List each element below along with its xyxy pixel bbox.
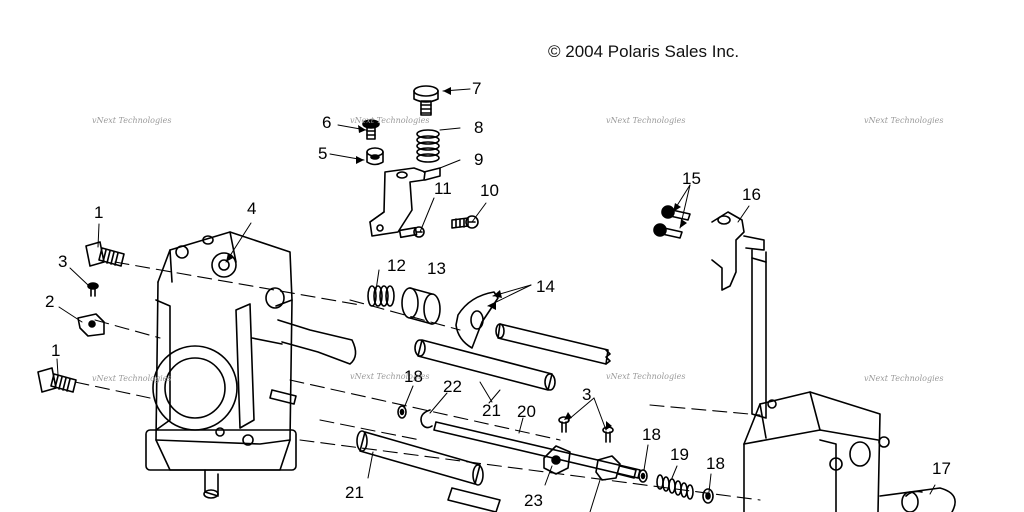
part-14-shaft xyxy=(495,323,611,365)
watermark: vNext Technologies xyxy=(606,372,686,381)
part-23-lever xyxy=(543,445,571,475)
callout-11: 11 xyxy=(434,179,452,198)
part-7-screw xyxy=(413,85,439,116)
callout-19: 19 xyxy=(670,445,689,464)
callout-1-upper: 1 xyxy=(94,203,104,222)
watermark: vNext Technologies xyxy=(350,372,430,381)
part-18-washer-right xyxy=(702,488,714,504)
part-15-screw-upper xyxy=(661,205,691,221)
part-9-bracket xyxy=(369,167,441,237)
callout-10: 10 xyxy=(480,181,499,200)
part-11-screw xyxy=(398,226,425,239)
part-14-lever xyxy=(455,291,499,349)
callout-16: 16 xyxy=(742,185,761,204)
callout-20: 20 xyxy=(517,402,536,421)
callout-5: 5 xyxy=(318,144,328,163)
callout-7: 7 xyxy=(472,79,482,98)
part-3-screw-left xyxy=(87,282,99,297)
part-20-shaft xyxy=(433,421,641,479)
watermark: vNext Technologies xyxy=(606,116,686,125)
alignment-lines xyxy=(74,261,761,501)
callout-1-lower: 1 xyxy=(51,341,61,360)
part-3-screw-right-b xyxy=(602,426,614,443)
callout-17: 17 xyxy=(932,459,951,478)
callout-2: 2 xyxy=(45,292,55,311)
callout-8: 8 xyxy=(474,118,484,137)
part-13-bushing xyxy=(401,287,441,325)
part-1-bolt-lower xyxy=(37,367,77,393)
part-8-spring xyxy=(416,129,440,163)
callout-6: 6 xyxy=(322,113,332,132)
callout-9: 9 xyxy=(474,150,484,169)
watermark: vNext Technologies xyxy=(92,116,172,125)
callout-12: 12 xyxy=(387,256,406,275)
part-12-spring xyxy=(367,285,395,307)
part-3-screw-right-a xyxy=(558,416,570,433)
carburetor-right xyxy=(743,391,890,512)
callout-13: 13 xyxy=(427,259,446,278)
callout-21-lower: 21 xyxy=(345,483,364,502)
part-22-clip xyxy=(420,409,433,429)
part-10-screw xyxy=(451,215,479,229)
callout-23: 23 xyxy=(524,491,543,510)
watermark: vNext Technologies xyxy=(350,116,430,125)
part-16-bracket xyxy=(711,211,767,419)
callout-15: 15 xyxy=(682,169,701,188)
callout-18-mid: 18 xyxy=(642,425,661,444)
part-15-screw-lower xyxy=(653,223,683,239)
callout-3-right: 3 xyxy=(582,385,592,404)
callout-21-upper: 21 xyxy=(482,401,501,420)
part-18-washer-mid xyxy=(638,469,648,483)
part-1-bolt-upper xyxy=(85,241,125,267)
part-2-bracket xyxy=(77,313,105,337)
part-17-hose xyxy=(879,487,956,512)
callout-18-right: 18 xyxy=(706,454,725,473)
callout-18-left: 18 xyxy=(404,367,423,386)
part-coupler xyxy=(595,455,637,481)
part-5-nut xyxy=(366,147,384,166)
watermark: vNext Technologies xyxy=(92,374,172,383)
watermark: vNext Technologies xyxy=(864,374,944,383)
part-4-carburetor-left xyxy=(145,231,357,499)
part-21-rod-upper xyxy=(414,339,556,391)
callout-4: 4 xyxy=(247,199,257,218)
arrow-heads xyxy=(226,87,687,430)
callout-3-left: 3 xyxy=(58,252,68,271)
part-18-washer-left xyxy=(397,405,407,419)
part-6-screw xyxy=(362,119,380,140)
copyright-text: © 2004 Polaris Sales Inc. xyxy=(548,42,740,61)
part-21-rod-lower xyxy=(356,430,501,512)
part-19-spring xyxy=(656,474,694,500)
watermark: vNext Technologies xyxy=(864,116,944,125)
callout-14: 14 xyxy=(536,277,555,296)
callout-22: 22 xyxy=(443,377,462,396)
